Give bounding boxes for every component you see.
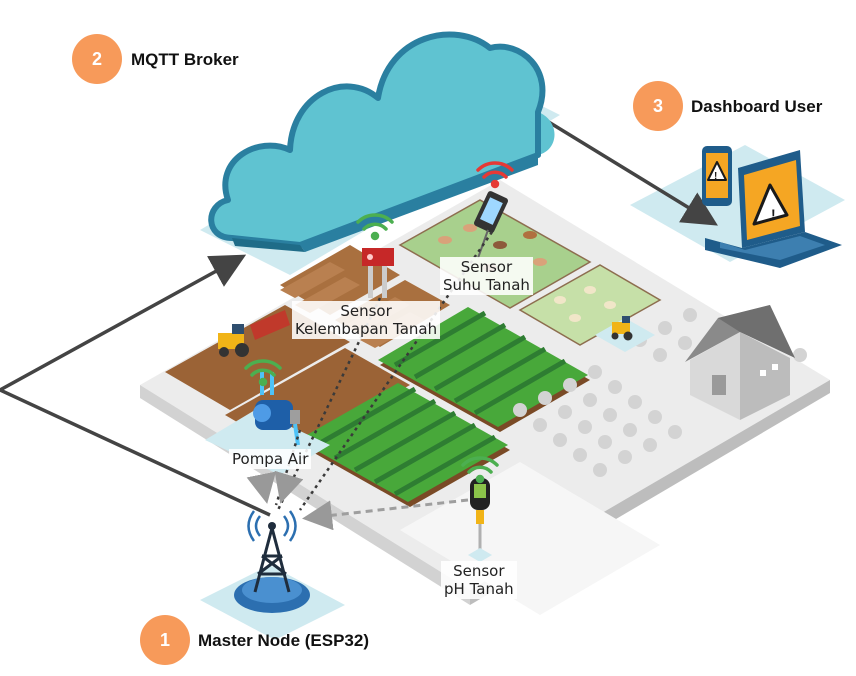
ph-sensor-line-1: Sensor: [453, 562, 505, 580]
soil-temperature-line-2: Suhu Tanah: [443, 276, 530, 294]
dashboard-user-label: Dashboard User: [691, 97, 823, 116]
soil-moisture-sensor-icon: [362, 248, 394, 298]
wifi-icon-temperature-sensor: [476, 161, 514, 189]
ph-sensor-label: Sensor pH Tanah: [441, 561, 517, 599]
step-badge-2: 2: [72, 34, 122, 84]
ph-sensor-icon: [468, 478, 492, 562]
wifi-icon-pump: [244, 359, 282, 387]
step-badge-1: 1: [140, 615, 190, 665]
master-node-label: Master Node (ESP32): [198, 631, 369, 650]
svg-text:!: !: [771, 206, 776, 222]
soil-moisture-line-2: Kelembapan Tanah: [295, 320, 438, 338]
connection-tower-to-cloud: [0, 254, 271, 517]
ph-sensor-line-2: pH Tanah: [444, 580, 514, 598]
mqtt-broker-label: MQTT Broker: [131, 50, 239, 69]
signal-arrows: [246, 470, 469, 531]
soil-moisture-sensor-label: Sensor Kelembapan Tanah: [292, 301, 441, 339]
pasture-lower: [518, 264, 662, 346]
step-badge-3: 3: [633, 81, 683, 131]
cloud-icon: [208, 31, 555, 252]
soil-moisture-line-1: Sensor: [340, 302, 392, 320]
soil-temperature-sensor-label: Sensor Suhu Tanah: [440, 257, 533, 295]
tractor-right: [595, 316, 655, 352]
wifi-icon-moisture-sensor: [356, 213, 394, 241]
water-pump-line-1: Pompa Air: [232, 450, 309, 468]
soil-temperature-line-1: Sensor: [460, 258, 513, 276]
barn: [685, 305, 795, 420]
master-node-tower-icon: [234, 510, 310, 613]
tractor-left: [218, 310, 290, 357]
wifi-icon-ph-sensor: [461, 456, 499, 484]
phone-icon: !: [702, 146, 732, 206]
water-pump-label: Pompa Air: [229, 449, 312, 469]
svg-text:!: !: [714, 171, 717, 182]
laptop-icon: !: [705, 150, 842, 268]
